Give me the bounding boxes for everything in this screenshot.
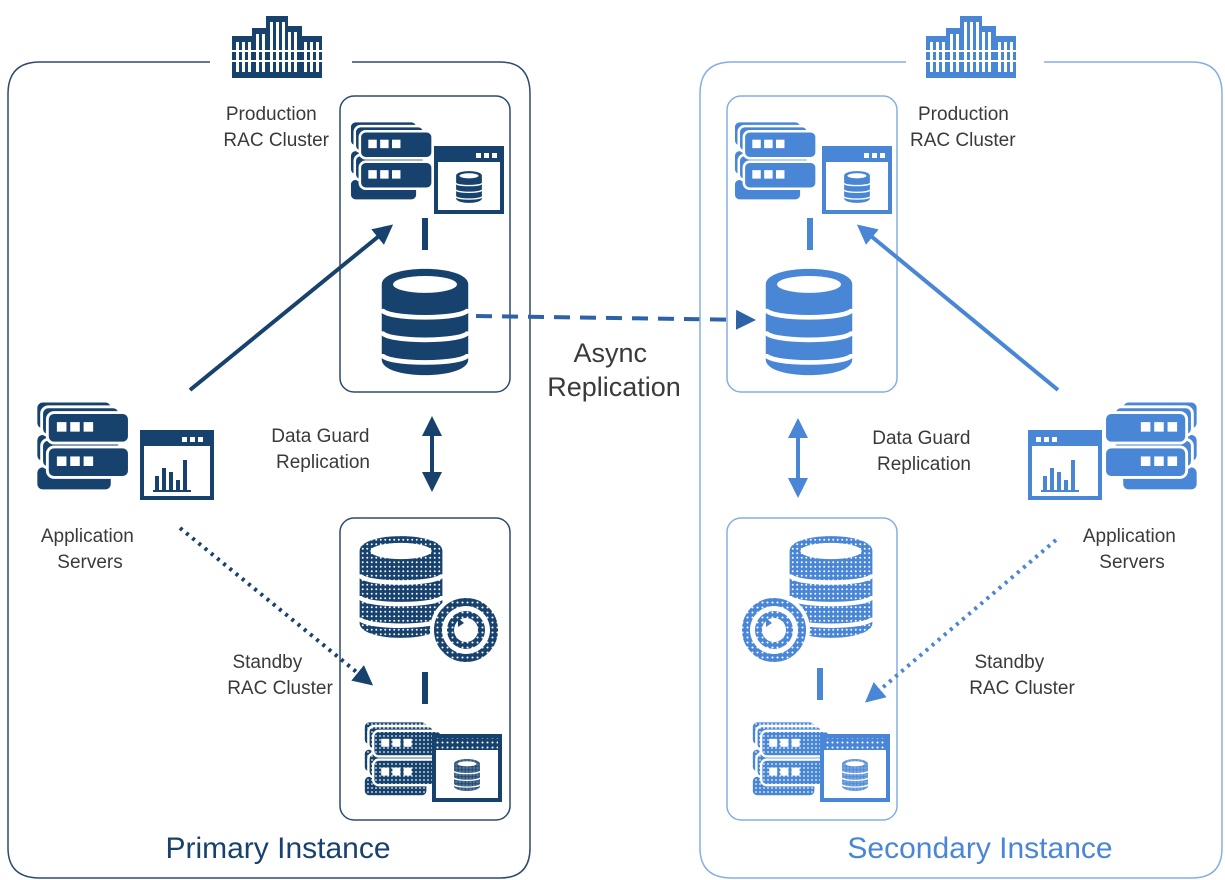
secondary-standby-database-sync-icon	[738, 536, 872, 666]
primary-production-database-icon	[382, 269, 468, 375]
secondary-building-icon	[922, 16, 1018, 78]
primary-app-to-standby-arrow	[178, 526, 374, 686]
secondary-standby-label: Standby RAC Cluster	[969, 652, 1075, 699]
secondary-production-server-icon	[732, 119, 892, 214]
secondary-production-database-icon	[766, 269, 852, 375]
primary-app-servers-label: Application Servers	[41, 526, 139, 573]
primary-instance-frame	[7, 61, 531, 879]
async-replication-label: Async Replication	[547, 338, 681, 402]
primary-building-icon	[228, 16, 324, 78]
secondary-standby-box	[726, 517, 898, 821]
primary-app-to-production-arrow	[188, 224, 394, 392]
secondary-app-to-standby-arrow	[864, 538, 1058, 703]
primary-instance-title: Primary Instance	[165, 832, 390, 865]
secondary-production-box	[726, 95, 898, 393]
primary-production-label: Production RAC Cluster	[223, 104, 329, 151]
secondary-production-label: Production RAC Cluster	[910, 104, 1016, 151]
primary-dataguard-label: Data Guard Replication	[271, 426, 375, 473]
secondary-instance-frame	[699, 61, 1223, 879]
secondary-app-to-production-arrow	[856, 224, 1060, 392]
primary-standby-database-sync-icon	[360, 536, 502, 666]
secondary-dataguard-label: Data Guard Replication	[872, 428, 976, 475]
primary-app-servers-icon	[34, 399, 214, 500]
primary-standby-box	[339, 517, 511, 821]
primary-production-box	[339, 95, 511, 393]
secondary-standby-server-icon	[750, 719, 890, 802]
secondary-app-servers-label: Application Servers	[1083, 526, 1181, 573]
primary-standby-label: Standby RAC Cluster	[227, 652, 333, 699]
secondary-instance-title: Secondary Instance	[847, 832, 1112, 865]
primary-standby-server-icon	[362, 719, 502, 802]
primary-production-server-icon	[348, 119, 504, 214]
async-replication-arrow	[475, 309, 756, 330]
secondary-app-servers-icon	[1028, 399, 1200, 500]
